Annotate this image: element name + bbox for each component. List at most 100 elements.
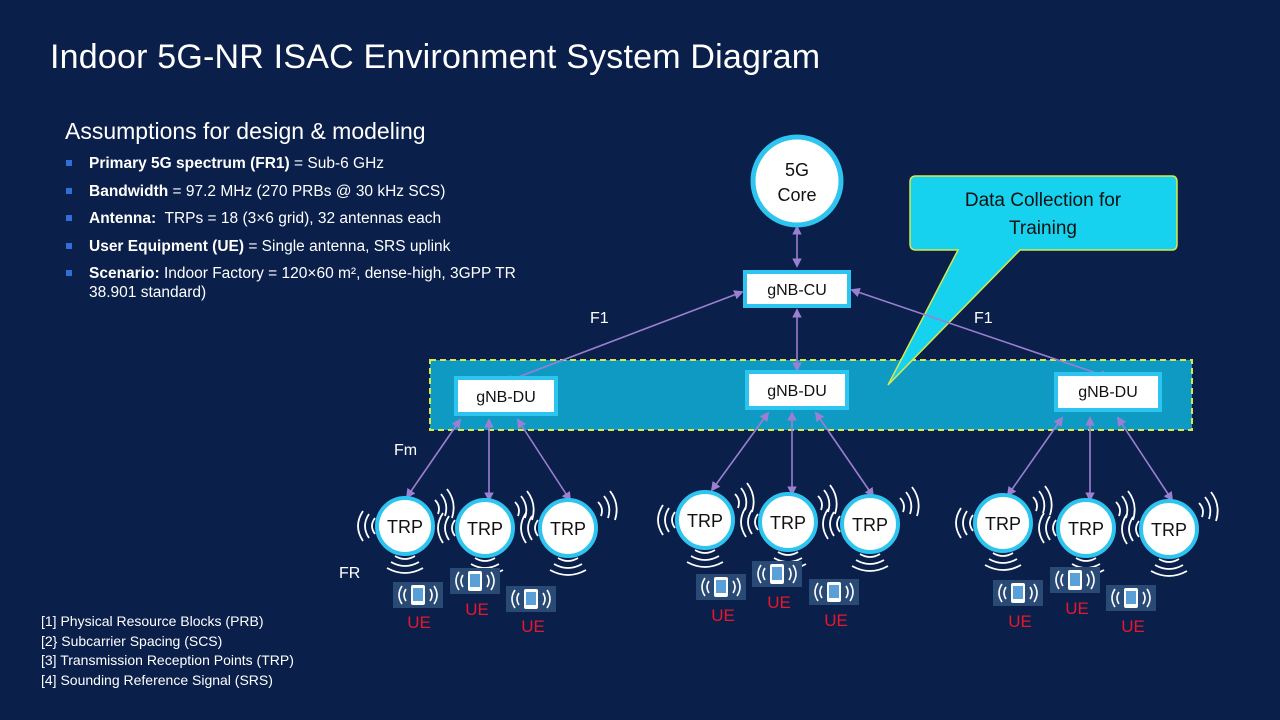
du-node-right: gNB-DU — [1054, 372, 1162, 412]
trp-label: TRP — [770, 513, 806, 533]
assumption-text: Indoor Factory = 120×60 m², dense-high, … — [89, 265, 516, 301]
phone-icon — [1049, 566, 1101, 594]
trp-label: TRP — [687, 511, 723, 531]
core-line2: Core — [777, 185, 816, 205]
ue-label: UE — [1008, 612, 1032, 631]
du-label: gNB-DU — [1078, 384, 1138, 401]
assumption-text: TRPs = 18 (3×6 grid), 32 antennas each — [156, 210, 442, 227]
callout-line2: Training — [1009, 218, 1077, 239]
phone-icon — [449, 567, 501, 595]
assumption-label: Antenna: — [89, 210, 157, 227]
ue-device — [695, 573, 747, 601]
trp-node: TRP — [519, 489, 619, 577]
bullet-square-icon — [66, 215, 72, 221]
assumption-spectrum: Primary 5G spectrum (FR1) = Sub-6 GHz — [66, 154, 536, 173]
trp-node: TRP — [436, 489, 536, 577]
trp-label: TRP — [852, 515, 888, 535]
core-node: 5G Core — [750, 134, 844, 228]
assumptions-heading: Assumptions for design & modeling — [65, 118, 426, 144]
ue-label: UE — [1121, 617, 1145, 636]
trp-label: TRP — [550, 519, 586, 539]
trp-node: TRP — [1120, 490, 1220, 578]
assumption-text: = Single antenna, SRS uplink — [244, 237, 451, 255]
fr-label: FR — [339, 565, 360, 582]
page-title: Indoor 5G-NR ISAC Environment System Dia… — [50, 38, 821, 76]
fm-link — [814, 411, 875, 498]
trp-node: TRP — [356, 487, 456, 575]
fm-link — [1116, 416, 1174, 502]
ue-device — [751, 560, 803, 588]
ue-label: UE — [407, 613, 431, 632]
trp-node: TRP — [954, 484, 1054, 572]
assumption-text: = 97.2 MHz (270 PRBs @ 30 kHz SCS) — [168, 182, 446, 200]
phone-icon — [992, 579, 1044, 607]
phone-icon — [695, 573, 747, 601]
assumption-label: User Equipment (UE) — [89, 237, 245, 255]
core-line1: 5G — [785, 160, 809, 180]
f1-left-link — [503, 290, 744, 384]
footnotes: [1] Physical Resource Blocks (PRB) [2} S… — [41, 612, 294, 690]
fm-label: Fm — [394, 442, 417, 459]
footnote: [1] Physical Resource Blocks (PRB) — [41, 613, 264, 629]
ue-label: UE — [767, 593, 791, 612]
phone-icon — [505, 585, 557, 613]
trp-label: TRP — [985, 514, 1021, 534]
ue-label: UE — [711, 606, 735, 625]
fm-link — [516, 418, 572, 502]
phone-icon — [392, 581, 444, 609]
phone-icon — [1105, 584, 1157, 612]
trp-label: TRP — [467, 519, 503, 539]
du-label: gNB-DU — [476, 389, 536, 406]
ue-device — [1049, 566, 1101, 594]
trp-node: TRP — [656, 481, 756, 569]
bullet-square-icon — [66, 187, 72, 194]
assumptions-list: Primary 5G spectrum (FR1) = Sub-6 GHz Ba… — [66, 154, 536, 311]
ue-label: UE — [521, 617, 545, 636]
du-label: gNB-DU — [767, 383, 827, 400]
trp-node: TRP — [821, 485, 921, 573]
ue-device — [992, 579, 1044, 607]
fm-link — [405, 418, 462, 499]
trp-label: TRP — [1151, 520, 1187, 540]
ue-device — [808, 578, 860, 606]
trp-label: TRP — [1068, 519, 1104, 539]
ue-device — [1105, 584, 1157, 612]
ue-device — [505, 585, 557, 613]
f1-right-link — [850, 287, 1110, 380]
ue-device — [392, 581, 444, 609]
f1-left-label: F1 — [590, 310, 609, 327]
fm-link — [1006, 416, 1064, 497]
assumption-bandwidth: Bandwidth = 97.2 MHz (270 PRBs @ 30 kHz … — [66, 182, 536, 201]
trp-node: TRP — [739, 483, 839, 571]
assumption-label: Bandwidth — [89, 182, 169, 200]
assumption-label: Primary 5G spectrum (FR1) — [89, 155, 290, 172]
f1-right-label: F1 — [974, 310, 993, 327]
callout-data-collection: Data Collection for Training — [887, 175, 1178, 386]
assumption-antenna: Antenna: TRPs = 18 (3×6 grid), 32 antenn… — [66, 209, 536, 228]
bullet-square-icon — [66, 242, 72, 249]
footnote: [2} Subcarrier Spacing (SCS) — [41, 632, 223, 649]
cu-node: gNB-CU — [743, 270, 851, 308]
cu-label: gNB-CU — [767, 282, 827, 299]
trp-node: TRP — [1037, 489, 1137, 577]
footnote: [4] Sounding Reference Signal (SRS) — [41, 671, 273, 688]
ue-label: UE — [824, 611, 848, 630]
ue-label: UE — [1065, 599, 1089, 618]
footnote: [3] Transmission Reception Points (TRP) — [41, 652, 294, 668]
du-node-center: gNB-DU — [745, 370, 849, 410]
assumption-ue: User Equipment (UE) = Single antenna, SR… — [66, 237, 536, 256]
trp-label: TRP — [387, 517, 423, 537]
callout-line1: Data Collection for — [965, 190, 1122, 211]
assumption-scenario: Scenario: Indoor Factory = 120×60 m², de… — [66, 264, 536, 302]
assumption-text: = Sub-6 GHz — [289, 155, 385, 172]
bullet-square-icon — [66, 270, 72, 276]
du-node-left: gNB-DU — [454, 376, 558, 416]
ue-device — [449, 567, 501, 595]
phone-icon — [808, 578, 860, 606]
phone-icon — [751, 560, 803, 588]
assumption-label: Scenario: — [89, 265, 160, 282]
fm-link — [710, 411, 770, 492]
bullet-square-icon — [66, 160, 72, 166]
ue-label: UE — [465, 600, 489, 619]
